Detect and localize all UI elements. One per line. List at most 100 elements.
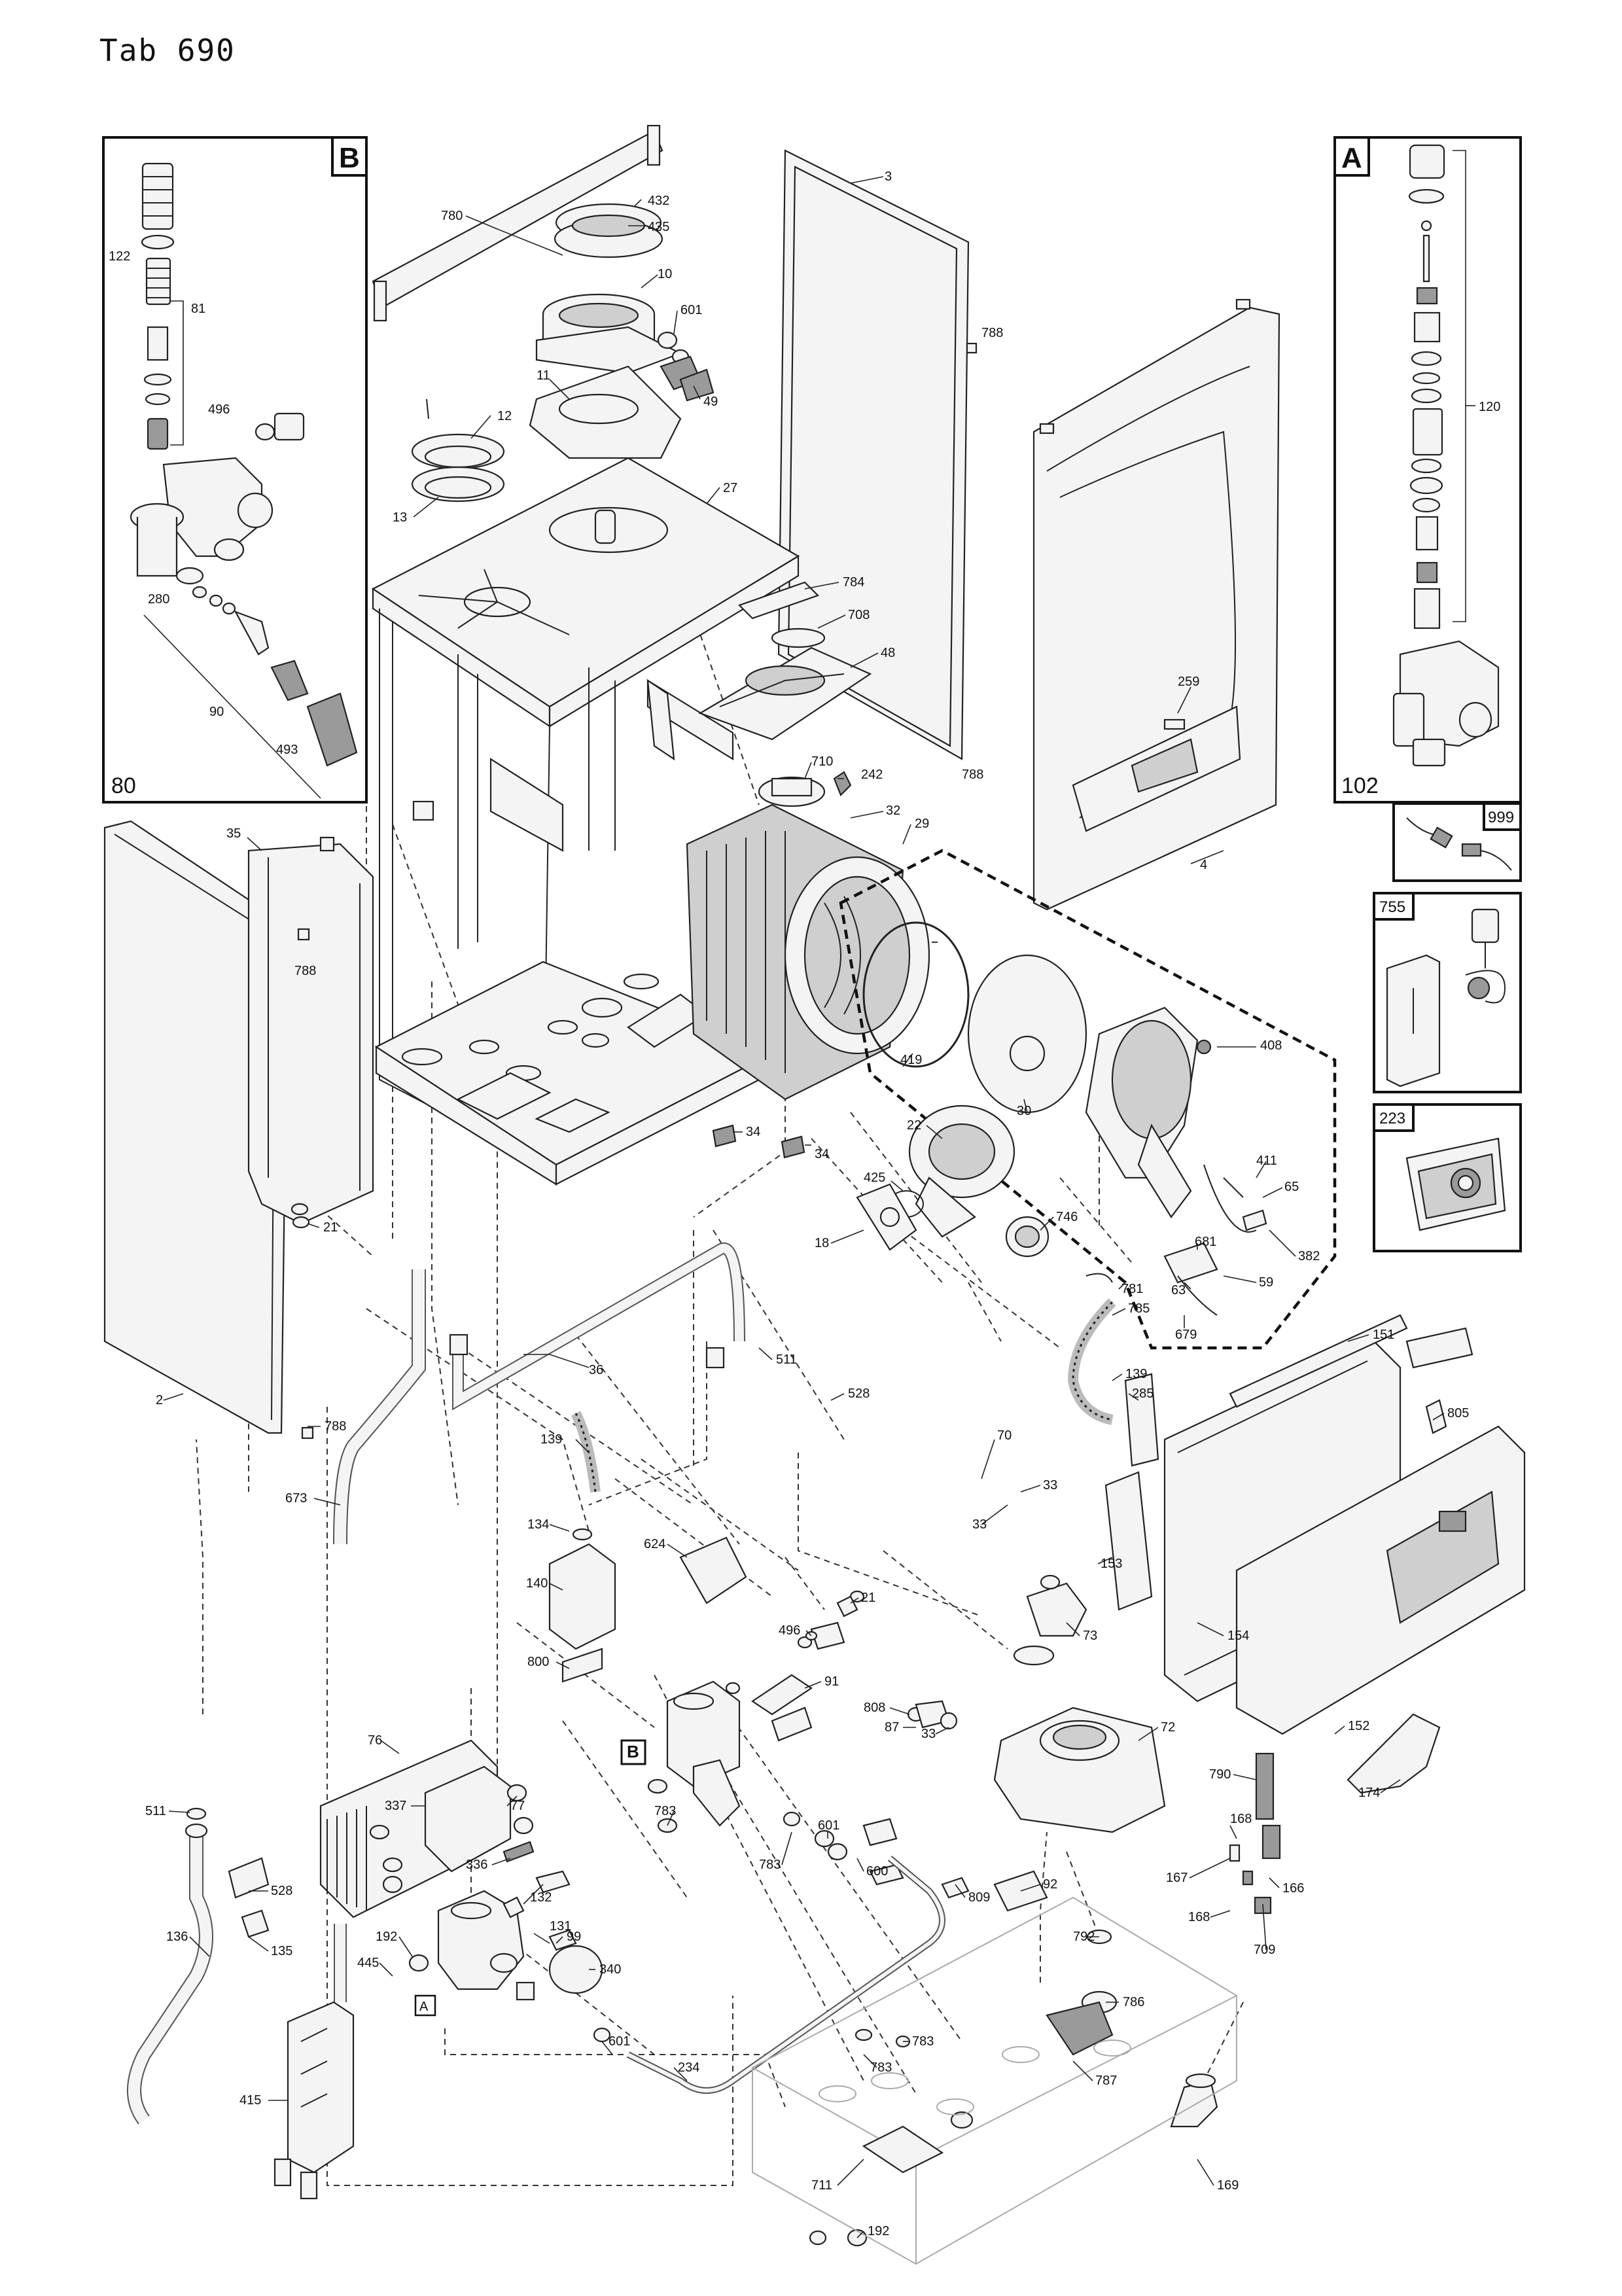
callout-c624: 624 bbox=[644, 1537, 665, 1551]
callout-c673: 673 bbox=[285, 1491, 307, 1506]
callout-c153: 153 bbox=[1101, 1557, 1122, 1571]
callout-c49: 49 bbox=[703, 395, 718, 409]
callout-c27: 27 bbox=[723, 481, 737, 495]
callout-c792: 792 bbox=[1073, 1930, 1095, 1944]
expansion-vessel-35 bbox=[247, 836, 374, 1439]
callout-c33b: 33 bbox=[972, 1517, 987, 1532]
burner-assembly bbox=[839, 849, 1337, 1350]
gasket-11 bbox=[529, 365, 682, 459]
callout-c169: 169 bbox=[1217, 2178, 1239, 2193]
callout-c809: 809 bbox=[968, 1890, 990, 1905]
callout-c787: 787 bbox=[1095, 2074, 1117, 2088]
callout-c432: 432 bbox=[648, 194, 669, 208]
callout-c788a: 788 bbox=[981, 326, 1003, 340]
callout-c601a: 601 bbox=[680, 303, 702, 317]
fan-22 bbox=[856, 1104, 1113, 1283]
callout-c12: 12 bbox=[497, 409, 512, 423]
callout-c29: 29 bbox=[915, 817, 929, 831]
callout-c600: 600 bbox=[866, 1864, 888, 1879]
callout-c528b: 528 bbox=[271, 1884, 292, 1898]
callout-c425: 425 bbox=[864, 1171, 885, 1185]
callout-c174: 174 bbox=[1358, 1786, 1380, 1800]
callout-c2: 2 bbox=[156, 1393, 163, 1407]
pipe-136 bbox=[127, 1807, 270, 2125]
callout-c132: 132 bbox=[530, 1890, 552, 1905]
callout-c780: 780 bbox=[441, 209, 463, 223]
pipes-673-36 bbox=[333, 1242, 745, 1545]
inset-box-b: B 80 bbox=[102, 136, 368, 804]
callout-c139b: 139 bbox=[540, 1432, 562, 1447]
callout-c140: 140 bbox=[526, 1576, 548, 1591]
callout-c72: 72 bbox=[1161, 1720, 1175, 1735]
clips-34 bbox=[712, 1124, 805, 1159]
callout-b496: 496 bbox=[208, 402, 230, 417]
box-755: 755 bbox=[1373, 892, 1522, 1093]
inset-box-a: A 102 120 bbox=[1333, 136, 1522, 804]
brackets-inside bbox=[489, 679, 734, 852]
callout-c33c: 33 bbox=[921, 1727, 936, 1741]
callout-c601c: 601 bbox=[608, 2034, 630, 2049]
callout-c785: 785 bbox=[1128, 1301, 1150, 1316]
callout-c709: 709 bbox=[1254, 1943, 1275, 1957]
callout-c435: 435 bbox=[648, 220, 669, 234]
callout-c415: 415 bbox=[239, 2093, 261, 2108]
callout-b90: 90 bbox=[209, 705, 224, 719]
callout-c32: 32 bbox=[886, 804, 900, 818]
callout-c242: 242 bbox=[861, 768, 883, 782]
svg-text:755: 755 bbox=[1379, 898, 1405, 916]
callout-c783c: 783 bbox=[912, 2034, 934, 2049]
callout-c788b: 788 bbox=[962, 768, 983, 782]
callout-c808: 808 bbox=[864, 1701, 885, 1715]
callout-c3: 3 bbox=[885, 169, 892, 184]
callout-c411: 411 bbox=[1256, 1154, 1277, 1168]
callout-c77: 77 bbox=[510, 1799, 525, 1813]
parts-784-708-48 bbox=[698, 581, 872, 741]
callout-c445: 445 bbox=[357, 1956, 379, 1970]
callout-c781: 781 bbox=[1121, 1282, 1143, 1296]
callout-c496a: 496 bbox=[779, 1623, 800, 1638]
rings-12-13 bbox=[411, 398, 505, 503]
inset-b-letter-frame bbox=[331, 136, 368, 177]
callout-tagB: B bbox=[627, 1742, 639, 1761]
box-999: 999 bbox=[1392, 802, 1522, 882]
callout-c136: 136 bbox=[166, 1930, 188, 1944]
plate-heat-exchanger-76 bbox=[319, 1739, 535, 1918]
inset-a-letter-frame bbox=[1333, 136, 1370, 177]
callout-c234: 234 bbox=[678, 2060, 699, 2075]
pump-72 bbox=[993, 1574, 1166, 1833]
callout-c788d: 788 bbox=[325, 1419, 346, 1434]
callout-c711: 711 bbox=[811, 2178, 832, 2193]
box-223: 223 bbox=[1373, 1103, 1522, 1252]
callout-c34a: 34 bbox=[746, 1125, 760, 1139]
callout-c601b: 601 bbox=[818, 1818, 839, 1833]
callout-c13: 13 bbox=[393, 510, 407, 525]
callout-b81: 81 bbox=[191, 302, 205, 316]
callout-tagA: A bbox=[419, 2000, 429, 2014]
callout-c48: 48 bbox=[881, 646, 895, 660]
callout-c800: 800 bbox=[527, 1655, 549, 1669]
pipe-234 bbox=[626, 1856, 945, 2094]
callout-c784: 784 bbox=[843, 575, 864, 590]
callout-c805: 805 bbox=[1447, 1406, 1469, 1421]
callout-c99: 99 bbox=[567, 1930, 581, 1944]
flue-adapter bbox=[535, 203, 714, 402]
manifold-415 bbox=[273, 2001, 355, 2200]
callout-c783d: 783 bbox=[870, 2060, 892, 2075]
leader-lines bbox=[163, 176, 1445, 2238]
callout-c92: 92 bbox=[1043, 1877, 1057, 1892]
callout-c783a: 783 bbox=[654, 1804, 676, 1818]
terminal-blocks bbox=[1229, 1713, 1441, 1915]
valve-body-a: A bbox=[408, 1870, 603, 2017]
callout-c4: 4 bbox=[1200, 858, 1207, 872]
callout-c151: 151 bbox=[1373, 1328, 1394, 1342]
sheet-title: Tab 690 bbox=[99, 33, 236, 68]
callout-c336: 336 bbox=[466, 1858, 487, 1872]
hydraulic-center: B bbox=[620, 1590, 865, 1833]
callout-c65: 65 bbox=[1284, 1180, 1299, 1194]
callout-c708: 708 bbox=[848, 608, 870, 622]
callout-c783b: 783 bbox=[759, 1858, 781, 1872]
callout-c679: 679 bbox=[1175, 1328, 1197, 1342]
callout-a120: 120 bbox=[1479, 400, 1500, 414]
callout-c91: 91 bbox=[824, 1674, 839, 1689]
